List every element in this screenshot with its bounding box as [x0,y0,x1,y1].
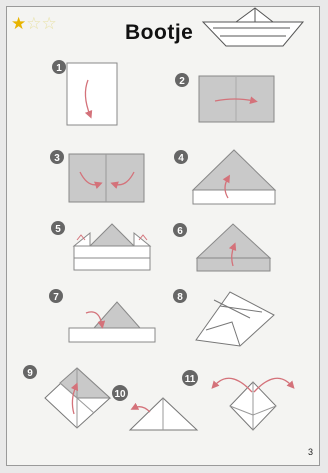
step-badge: 5 [51,221,65,235]
step-7-diagram [69,302,155,342]
step-badge: 6 [173,223,187,237]
step-badge: 11 [182,370,198,386]
step-badge: 3 [50,150,64,164]
step-2-diagram [199,76,274,122]
step-8-diagram [196,292,274,346]
step-1-diagram [67,63,117,125]
svg-text:9: 9 [27,368,33,379]
svg-text:3: 3 [54,153,60,164]
svg-text:11: 11 [185,374,196,385]
svg-text:6: 6 [177,226,183,237]
svg-text:1: 1 [56,63,62,74]
step-3-diagram [69,154,144,202]
step-6-diagram [197,224,270,271]
step-11-diagram [214,378,292,430]
svg-text:4: 4 [178,153,184,164]
svg-text:5: 5 [55,224,61,235]
step-badge: 8 [173,289,187,303]
step-badge: 10 [112,385,128,401]
step-badge: 9 [23,365,37,379]
step-5-diagram [74,224,150,270]
step-badge: 2 [175,73,189,87]
svg-text:2: 2 [179,76,185,87]
step-badge: 4 [174,150,188,164]
svg-text:10: 10 [114,389,126,400]
step-badge: 1 [52,60,66,74]
finished-boat-illustration [203,8,303,46]
step-4-diagram [193,150,275,204]
step-9-diagram [45,368,110,428]
svg-text:7: 7 [53,292,59,303]
step-10-diagram [130,398,197,430]
svg-text:8: 8 [177,292,183,303]
step-badge: 7 [49,289,63,303]
